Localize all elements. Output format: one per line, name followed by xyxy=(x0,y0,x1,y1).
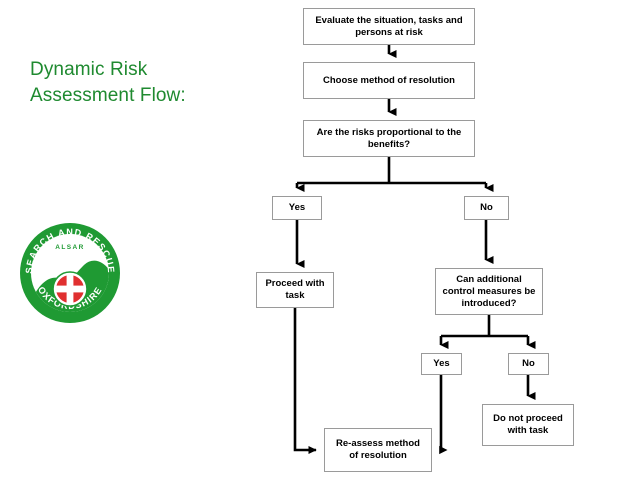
node-no-branch-2[interactable]: No xyxy=(508,353,549,375)
node-additional-control-measures[interactable]: Can additional control measures be intro… xyxy=(435,268,543,315)
page-title-line-2: Assessment Flow: xyxy=(30,85,186,106)
logo-cross-badge xyxy=(52,271,88,307)
node-choose-method-label: Choose method of resolution xyxy=(323,74,455,86)
node-yes-branch-2[interactable]: Yes xyxy=(421,353,462,375)
organization-logo: SEARCH AND RESCUE OXFORDSHIRE ALSAR xyxy=(18,221,122,325)
node-yes-branch-2-label: Yes xyxy=(433,358,450,369)
page-title-line-1: Dynamic Risk xyxy=(30,59,148,80)
edge-proceed-reassess xyxy=(293,308,317,455)
node-choose-method[interactable]: Choose method of resolution xyxy=(303,62,475,99)
node-evaluate-situation-label: Evaluate the situation, tasks and person… xyxy=(315,14,463,38)
node-do-not-proceed[interactable]: Do not proceed with task xyxy=(482,404,574,446)
node-proceed-with-task-label: Proceed with task xyxy=(265,278,325,301)
node-reassess-method-label: Re-assess method of resolution xyxy=(336,438,420,461)
edge-yes2-reassess-stem xyxy=(439,375,443,452)
node-no-branch-2-label: No xyxy=(522,358,535,369)
node-evaluate-situation[interactable]: Evaluate the situation, tasks and person… xyxy=(303,8,475,45)
logo-alsar-text: ALSAR xyxy=(55,244,84,251)
node-yes-branch-1[interactable]: Yes xyxy=(272,196,322,220)
node-reassess-method[interactable]: Re-assess method of resolution xyxy=(324,428,432,472)
node-no-branch-1-label: No xyxy=(480,202,493,213)
page-title: Dynamic Risk Assessment Flow: xyxy=(30,57,260,109)
node-yes-branch-1-label: Yes xyxy=(288,202,306,213)
node-risks-proportional-label: Are the risks proportional to the benefi… xyxy=(316,126,462,150)
node-no-branch-1[interactable]: No xyxy=(464,196,509,220)
node-risks-proportional[interactable]: Are the risks proportional to the benefi… xyxy=(303,120,475,157)
node-proceed-with-task[interactable]: Proceed with task xyxy=(256,272,334,308)
node-do-not-proceed-label: Do not proceed with task xyxy=(493,413,563,436)
node-additional-control-measures-label: Can additional control measures be intro… xyxy=(442,273,536,309)
